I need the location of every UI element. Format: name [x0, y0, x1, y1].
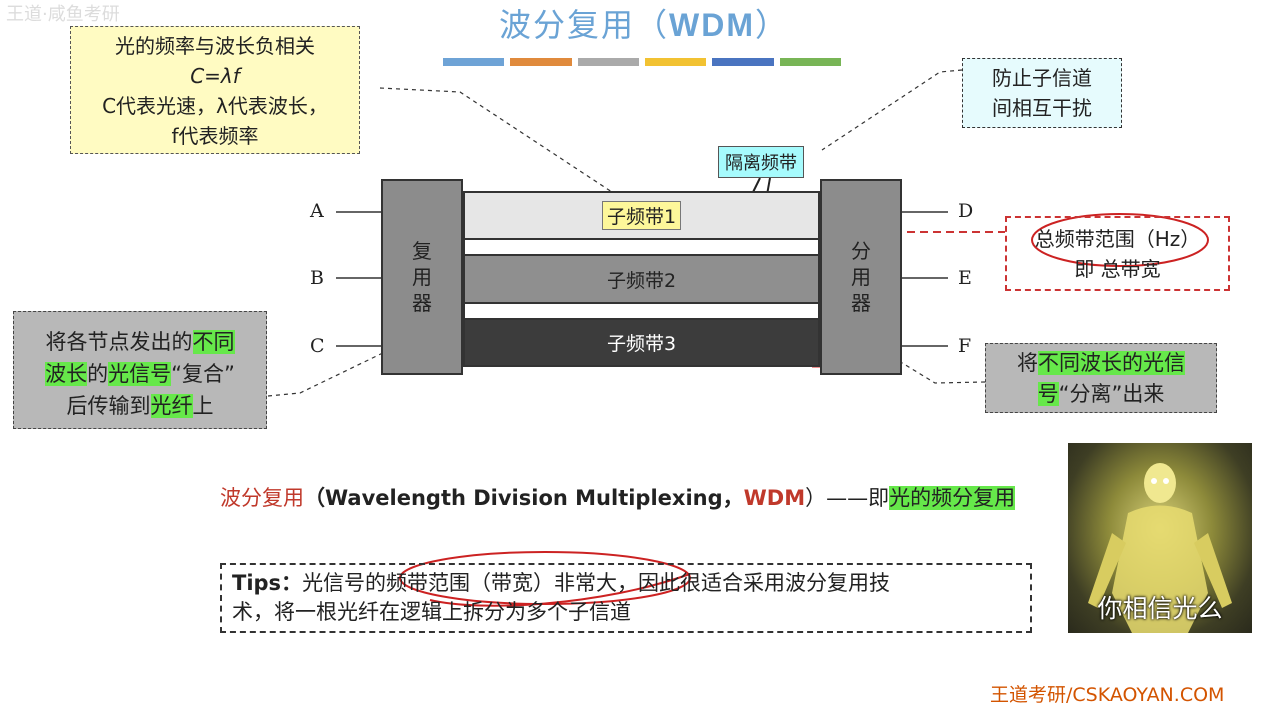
multiplexer-box: 复 用 器	[381, 179, 463, 375]
note-line: 光的频率与波长负相关	[115, 34, 315, 58]
sub-band-2: 子频带2	[463, 254, 820, 304]
note-line: 总频带范围（Hz）	[1034, 227, 1201, 251]
mux-char: 器	[412, 291, 432, 315]
demultiplexer-box: 分 用 器	[820, 179, 902, 375]
note-line: 间相互干扰	[992, 96, 1092, 120]
page-title: 波分复用（WDM）	[0, 0, 1288, 46]
footer-brand: 王道考研/CSKAOYAN.COM	[990, 684, 1225, 706]
note-highlight: 波长	[45, 362, 88, 386]
note-highlight: 不同波长的光信	[1038, 351, 1185, 375]
note-text: 后传输到	[66, 394, 151, 418]
definition-text: ）——即	[805, 486, 890, 510]
mux-char: 复	[412, 239, 432, 263]
hero-figure-icon	[1088, 463, 1232, 633]
tips-line: Tips：光信号的频带范围（带宽）非常大，因此很适合采用波分复用技	[232, 569, 1020, 598]
input-label: C	[310, 335, 325, 357]
wdm-definition: 波分复用（Wavelength Division Multiplexing，WD…	[220, 482, 1016, 512]
note-line: 号“分离”出来	[986, 379, 1216, 410]
watermark-text: 王道·咸鱼考研	[6, 4, 120, 25]
note-line: f代表频率	[171, 124, 259, 148]
note-line: 波长的光信号“复合”	[14, 358, 266, 390]
demux-char: 用	[851, 265, 871, 289]
note-highlight: 不同	[192, 330, 235, 354]
note-text: “复合”	[171, 362, 235, 386]
multiplex-explanation-note: 将各节点发出的不同 波长的光信号“复合” 后传输到光纤上	[13, 311, 267, 429]
note-line: 后传输到光纤上	[14, 390, 266, 422]
color-bar	[510, 58, 572, 66]
note-line: 将各节点发出的不同	[14, 326, 266, 358]
note-highlight: 光纤	[150, 394, 193, 418]
sub-band-label: 子频带2	[606, 269, 677, 292]
definition-term: 波分复用	[220, 486, 304, 510]
note-highlight: 光信号	[108, 362, 172, 386]
tips-box: Tips：光信号的频带范围（带宽）非常大，因此很适合采用波分复用技 术，将一根光…	[220, 563, 1032, 633]
title-en: WDM	[669, 7, 755, 43]
color-bar	[577, 58, 639, 66]
definition-text: （Wavelength Division Multiplexing，	[304, 486, 744, 510]
note-text: “分离”出来	[1058, 382, 1165, 406]
color-bar-strip	[443, 58, 841, 66]
demux-char: 器	[851, 291, 871, 315]
note-line: 防止子信道	[992, 66, 1092, 90]
definition-acronym: WDM	[743, 486, 806, 510]
tips-line: 术，将一根光纤在逻辑上拆分为多个子信道	[232, 600, 631, 624]
tips-text: 光信号的频带范围（带宽）非常大，因此很适合采用波分复用技	[302, 571, 891, 595]
frequency-wavelength-note: 光的频率与波长负相关 C=λf C代表光速，λ代表波长， f代表频率	[70, 26, 360, 154]
input-label: B	[310, 267, 324, 289]
note-formula: C=λf	[190, 64, 240, 88]
color-bar	[712, 58, 774, 66]
note-highlight: 号	[1037, 382, 1059, 406]
note-line: 即 总带宽	[1074, 257, 1161, 281]
output-label: D	[958, 200, 974, 222]
tips-label: Tips：	[232, 571, 303, 595]
color-bar	[644, 58, 707, 66]
note-text: 的	[87, 362, 109, 386]
note-line: 将不同波长的光信	[986, 348, 1216, 379]
output-label: E	[958, 267, 972, 289]
demultiplex-explanation-note: 将不同波长的光信 号“分离”出来	[985, 343, 1217, 413]
note-text: 上	[192, 394, 214, 418]
demux-char: 分	[851, 239, 871, 263]
color-bar	[443, 58, 505, 66]
title-cn: 波分复用（	[499, 6, 670, 44]
meme-image: 你相信光么	[1068, 443, 1252, 633]
note-text: 将	[1017, 351, 1038, 375]
color-bar	[779, 58, 841, 66]
meme-caption: 你相信光么	[1097, 594, 1223, 623]
sub-band-3: 子频带3	[463, 318, 820, 367]
total-bandwidth-note: 总频带范围（Hz） 即 总带宽	[1005, 216, 1230, 291]
definition-highlight: 光的频分复用	[889, 486, 1016, 510]
note-text: 将各节点发出的	[45, 330, 193, 354]
note-line: C代表光速，λ代表波长，	[102, 94, 328, 118]
sub-band-label: 子频带1	[601, 201, 682, 230]
input-label: A	[310, 200, 324, 222]
isolation-band-label: 隔离频带	[718, 146, 804, 178]
sub-band-1: 子频带1	[463, 191, 820, 240]
sub-band-label: 子频带3	[606, 333, 677, 355]
title-close: ）	[754, 6, 789, 44]
output-label: F	[958, 335, 972, 357]
interference-note: 防止子信道 间相互干扰	[962, 58, 1122, 128]
mux-char: 用	[412, 265, 432, 289]
